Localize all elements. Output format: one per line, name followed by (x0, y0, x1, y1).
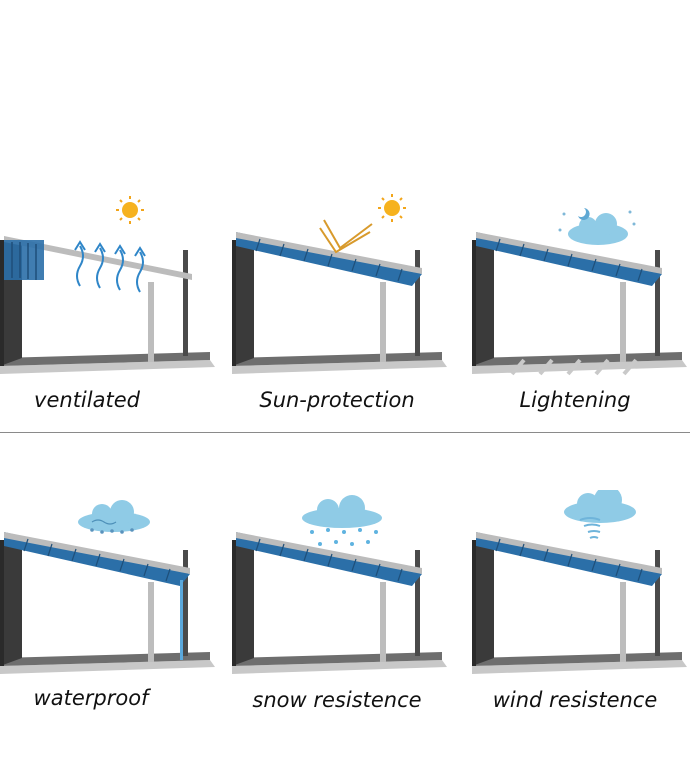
label-waterproof: waterproof (33, 686, 149, 710)
light-stripes (510, 358, 638, 376)
label-sun-protection: Sun-protection (259, 388, 415, 412)
tornado (579, 517, 601, 539)
panel-sun-protection: Sun-protection (232, 190, 462, 440)
label-snow-resistence: snow resistence (252, 688, 422, 712)
label-lightening: Lightening (519, 388, 631, 412)
section-divider (0, 432, 690, 433)
sun-icon (116, 196, 144, 224)
pergola-illustration (0, 500, 215, 674)
label-wind-resistence: wind resistence (492, 688, 658, 712)
pergola-illustration (0, 196, 215, 374)
panel-snow-resistence: snow resistence (232, 490, 462, 740)
panel-lightening: Lightening (472, 190, 690, 440)
panel-wind-resistence: wind resistence (472, 490, 690, 740)
rain-drops (90, 528, 134, 534)
wind-cloud-icon (564, 490, 636, 523)
snow-cloud-icon (302, 495, 382, 528)
panel-waterproof: waterproof (0, 490, 230, 740)
airflow-arrows-icon (74, 240, 146, 293)
panel-ventilated: ventilated (0, 190, 230, 440)
pergola-illustration (232, 495, 447, 674)
pergola-illustration (472, 208, 687, 376)
pergola-illustration (472, 490, 687, 674)
reflection-arrow-icon (319, 219, 373, 254)
rain-cloud-icon (78, 500, 150, 532)
cloud-moon-icon (558, 208, 636, 245)
snowflakes (310, 528, 378, 546)
pergola-illustration (232, 194, 447, 374)
sun-icon (378, 194, 406, 222)
label-ventilated: ventilated (34, 388, 140, 412)
